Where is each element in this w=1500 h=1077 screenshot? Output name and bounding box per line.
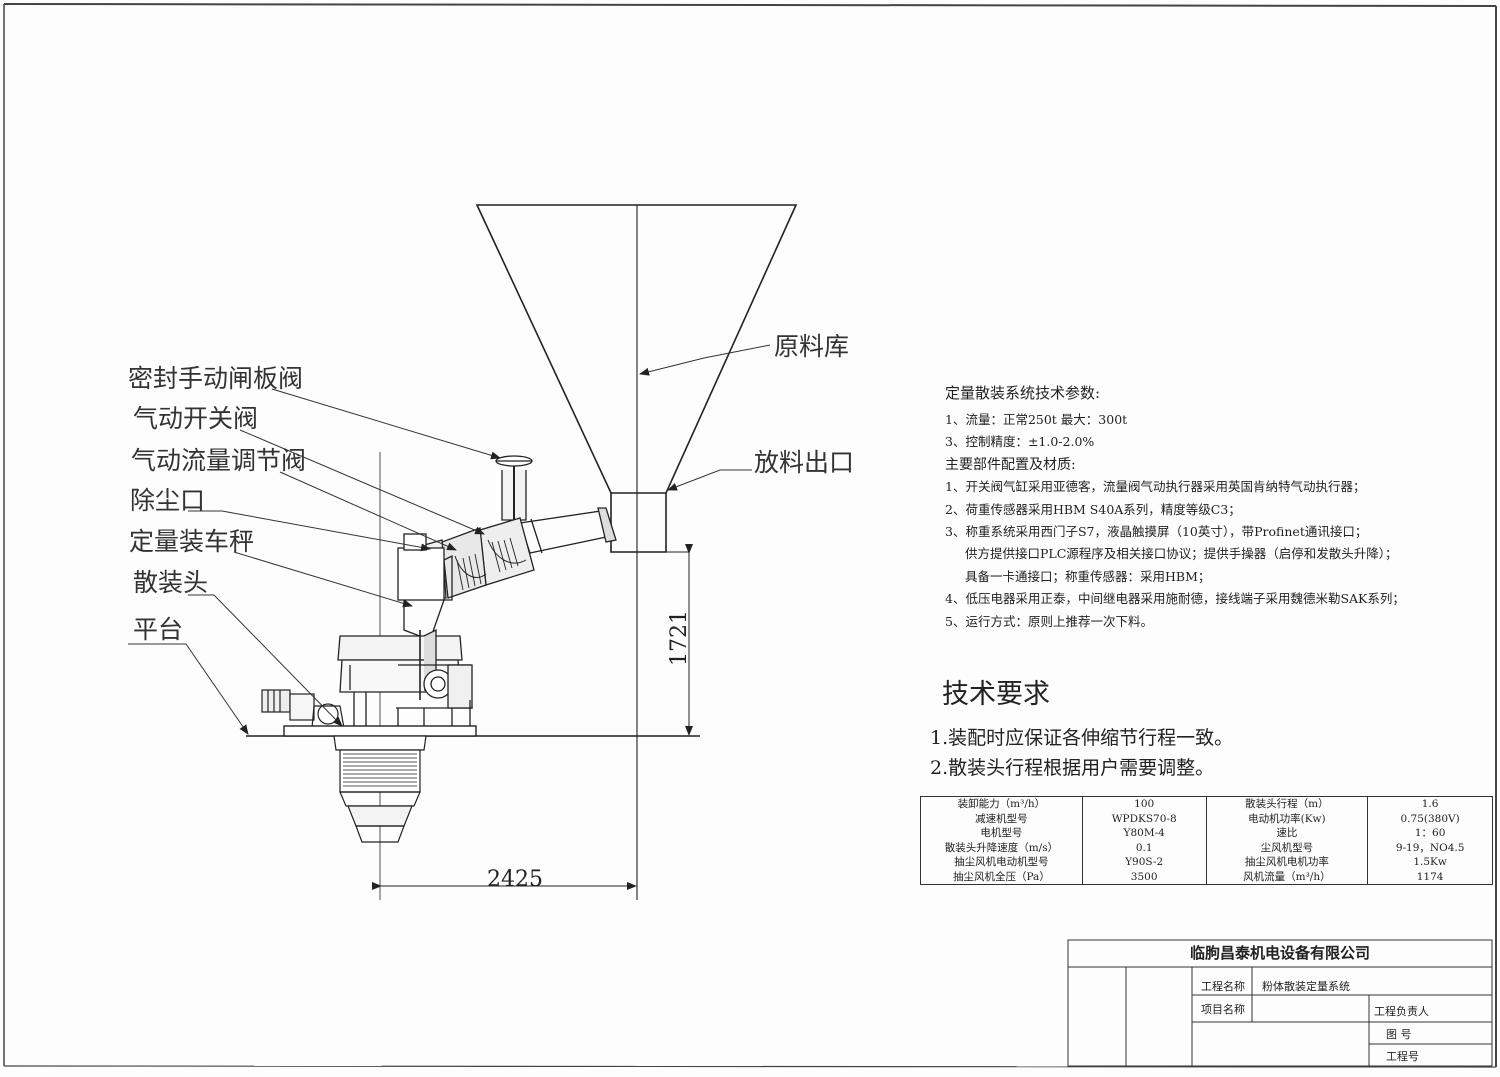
- spec-cell: 1174: [1367, 869, 1493, 885]
- params-line: 具备一卡通接口；称重传感器：采用HBM；: [965, 568, 1211, 584]
- base-plate: [283, 725, 477, 737]
- params-line: 1、开关阀气缸采用亚德客，流量阀气动执行器采用英国肯纳特气动执行器；: [945, 479, 1366, 495]
- spec-cell: 1：60: [1367, 826, 1493, 841]
- spec-cell: 3500: [1081, 869, 1207, 885]
- spec-cell: 电机型号: [920, 826, 1083, 841]
- engineer-label: 工程负责人: [1374, 1005, 1429, 1018]
- params-line: 5、运行方式：原则上推荐一次下料。: [945, 613, 1153, 629]
- params-heading: 定量散装系统技术参数:: [945, 384, 1101, 402]
- params-line: 4、低压电器采用正泰，中间继电器采用施耐德，接线端子采用魏德米勒SAK系列；: [945, 591, 1405, 607]
- leader-lines: [128, 344, 771, 735]
- label-platform: 平台: [133, 615, 184, 644]
- table-row: 抽尘风机电动机型号 Y90S-2 抽尘风机电机功率 1.5Kw: [920, 855, 1493, 870]
- label-loading-head: 散装头: [133, 568, 209, 597]
- project-no-label: 工程号: [1386, 1050, 1419, 1063]
- params-line: 3、称重系统采用西门子S7，液晶触摸屏（10英寸），带Profinet通讯接口；: [945, 524, 1368, 540]
- title-block-grid: [1067, 939, 1493, 1067]
- label-pneumatic-switch-valve: 气动开关阀: [133, 404, 259, 433]
- spec-cell: 抽尘风机电机功率: [1205, 855, 1369, 870]
- spec-cell: 1.6: [1367, 796, 1493, 812]
- table-row: 减速机型号 WPDKS70-8 电动机功率(Kw) 0.75(380V): [920, 811, 1493, 826]
- spec-cell: 9-19，NO4.5: [1367, 840, 1493, 855]
- label-sealed-gate-valve: 密封手动闸板阀: [128, 364, 304, 393]
- lifting-motor: [261, 689, 345, 729]
- spec-cell: Y80M-4: [1081, 826, 1207, 841]
- drawing-no-label: 图 号: [1386, 1028, 1412, 1041]
- spec-cell: 0.75(380V): [1367, 811, 1493, 826]
- requirement-item: 2.散装头行程根据用户需要调整。: [930, 757, 1215, 779]
- project-name-value: 粉体散装定量系统: [1262, 980, 1350, 993]
- table-row: 电机型号 Y80M-4 速比 1：60: [920, 826, 1493, 841]
- label-raw-silo: 原料库: [774, 332, 850, 361]
- label-quant-scale: 定量装车秤: [129, 527, 255, 556]
- params-line: 供方提供接口PLC源程序及相关接口协议；提供手操器（启停和发散头升降）；: [965, 546, 1398, 562]
- spec-cell: 速比: [1205, 826, 1369, 841]
- spec-cell: 抽尘风机电动机型号: [920, 855, 1083, 870]
- tech-requirements: 技术要求 1.装配时应保证各伸缩节行程一致。 2.散装头行程根据用户需要调整。: [930, 672, 1233, 783]
- params-line: 2、荷重传感器采用HBM S40A系列，精度等级C3；: [945, 501, 1241, 517]
- company-name: 临朐昌泰机电设备有限公司: [1189, 944, 1370, 962]
- spec-cell: 风机流量（m³/h）: [1205, 869, 1369, 885]
- spec-cell: 1.5Kw: [1367, 855, 1493, 870]
- label-dust-port: 除尘口: [130, 486, 206, 515]
- spec-cell: 0.1: [1081, 840, 1207, 855]
- title-block: 临朐昌泰机电设备有限公司 工程名称 粉体散装定量系统 项目名称 工程负责人 图 …: [1068, 940, 1492, 1065]
- spec-table: 装卸能力（m³/h） 100 散装头行程（m） 1.6 减速机型号 WPDKS7…: [920, 796, 1493, 885]
- table-row: 抽尘风机全压（Pa） 3500 风机流量（m³/h） 1174: [920, 869, 1493, 885]
- requirements-title: 技术要求: [942, 679, 1050, 710]
- params-line: 1、流量：正常250t 最大：300t: [945, 412, 1128, 427]
- dimension-vertical: 1721: [667, 610, 692, 666]
- loading-head: [333, 735, 427, 843]
- label-pneumatic-flow-valve: 气动流量调节阀: [131, 446, 307, 475]
- spec-cell: 散装头行程（m）: [1205, 796, 1369, 812]
- item-name-label: 项目名称: [1201, 1003, 1245, 1016]
- spec-cell: 电动机功率(Kw): [1205, 811, 1369, 826]
- dimension-horizontal: 2425: [487, 867, 543, 892]
- tech-params: 定量散装系统技术参数: 1、流量：正常250t 最大：300t 3、控制精度：±…: [945, 382, 1405, 633]
- spec-cell: 减速机型号: [920, 811, 1083, 826]
- spec-cell: 尘风机型号: [1205, 840, 1369, 855]
- label-discharge-outlet: 放料出口: [754, 448, 855, 477]
- spec-cell: 100: [1081, 796, 1207, 812]
- spec-cell: WPDKS70-8: [1081, 811, 1207, 826]
- table-row: 装卸能力（m³/h） 100 散装头行程（m） 1.6: [920, 796, 1493, 812]
- spec-cell: 装卸能力（m³/h）: [920, 796, 1083, 812]
- dust-collector: [397, 533, 453, 641]
- sheet-border: [3, 3, 1497, 1068]
- requirement-item: 1.装配时应保证各伸缩节行程一致。: [930, 727, 1234, 749]
- params-line: 主要部件配置及材质:: [945, 456, 1076, 473]
- table-row: 散装头升降速度（m/s） 0.1 尘风机型号 9-19，NO4.5: [920, 840, 1493, 855]
- spec-cell: 散装头升降速度（m/s）: [920, 840, 1083, 855]
- params-line: 3、控制精度：±1.0-2.0%: [945, 434, 1095, 450]
- spec-cell: Y90S-2: [1081, 855, 1207, 870]
- loading-scale: [337, 628, 473, 736]
- dimension-lines: [372, 544, 693, 890]
- project-name-label: 工程名称: [1201, 980, 1245, 993]
- spec-cell: 抽尘风机全压（Pa）: [920, 869, 1083, 885]
- platform-line: [246, 452, 700, 900]
